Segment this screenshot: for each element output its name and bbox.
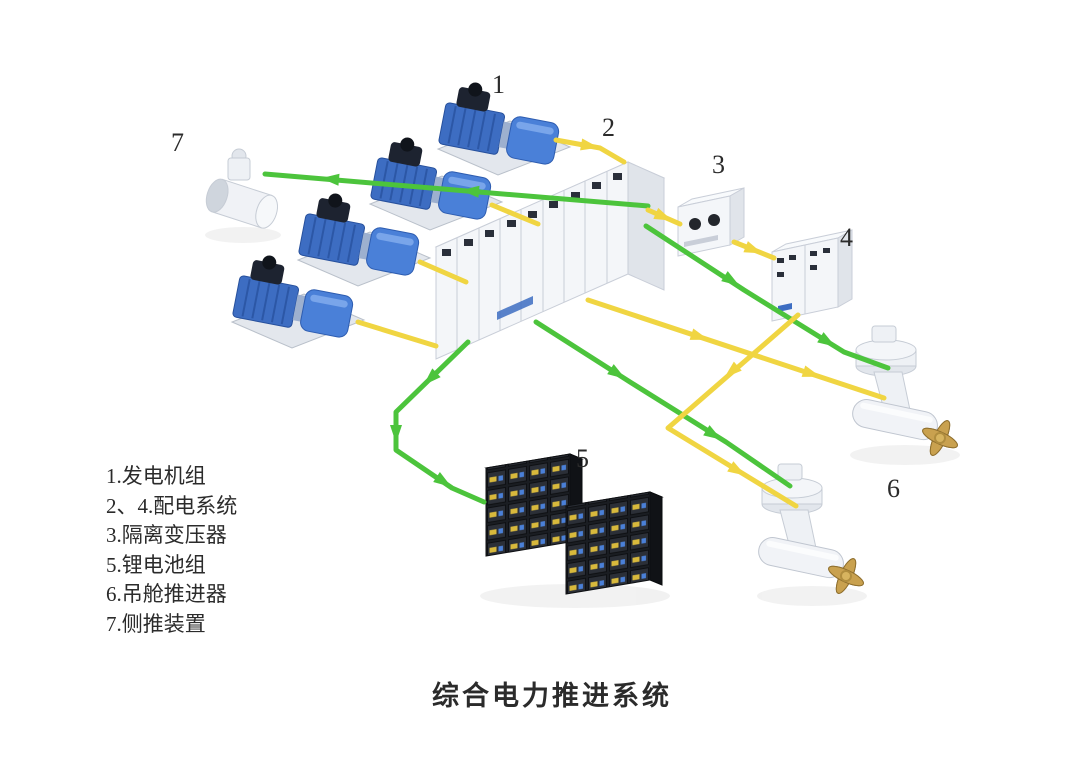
cable-yellow-pod-upper [585, 297, 887, 401]
main-switchboard [434, 161, 666, 360]
legend: 1.发电机组 2、4.配电系统 3.隔离变压器 5.锂电池组 6.吊舱推进器 7… [106, 462, 237, 639]
legend-item-generator: 1.发电机组 [106, 464, 206, 488]
cabinet-displays [777, 248, 830, 277]
bow-thruster [205, 148, 278, 229]
callout-5-battery: 5 [576, 444, 589, 473]
callout-2-switchboard: 2 [602, 113, 615, 142]
cable-yellow-gen4 [355, 319, 439, 349]
power-cables [262, 137, 891, 509]
switchboard-logo [497, 296, 533, 320]
cable-yellow-gen2 [489, 202, 541, 227]
callout-4-distribution: 4 [840, 223, 853, 252]
legend-item-transformer: 3.隔离变压器 [106, 523, 227, 547]
pod-thruster-2 [755, 463, 867, 597]
cable-green-battery [393, 339, 487, 505]
cable-yellow-gen3 [417, 259, 469, 285]
switchboard-displays [442, 173, 622, 256]
legend-item-bow-thruster: 7.侧推装置 [106, 611, 206, 636]
callout-7-bow-thruster: 7 [171, 128, 184, 157]
cable-green-pod-lower [533, 319, 793, 489]
isolation-transformer [677, 187, 745, 257]
callout-1-generator: 1 [492, 70, 505, 99]
callout-3-transformer: 3 [712, 150, 725, 179]
legend-item-battery: 5.锂电池组 [106, 552, 206, 577]
legend-item-pod: 6.吊舱推进器 [106, 582, 227, 606]
distribution-cabinet [771, 229, 853, 322]
diagram-title: 综合电力推进系统 [432, 681, 672, 711]
cabinet-logo [778, 303, 792, 312]
cable-yellow-gen1 [553, 137, 627, 165]
callout-6-pod-thruster: 6 [887, 474, 900, 503]
legend-item-distribution: 2、4.配电系统 [106, 493, 238, 518]
cable-yellow-pod-lower [665, 312, 801, 509]
battery-rack-2 [565, 491, 663, 595]
